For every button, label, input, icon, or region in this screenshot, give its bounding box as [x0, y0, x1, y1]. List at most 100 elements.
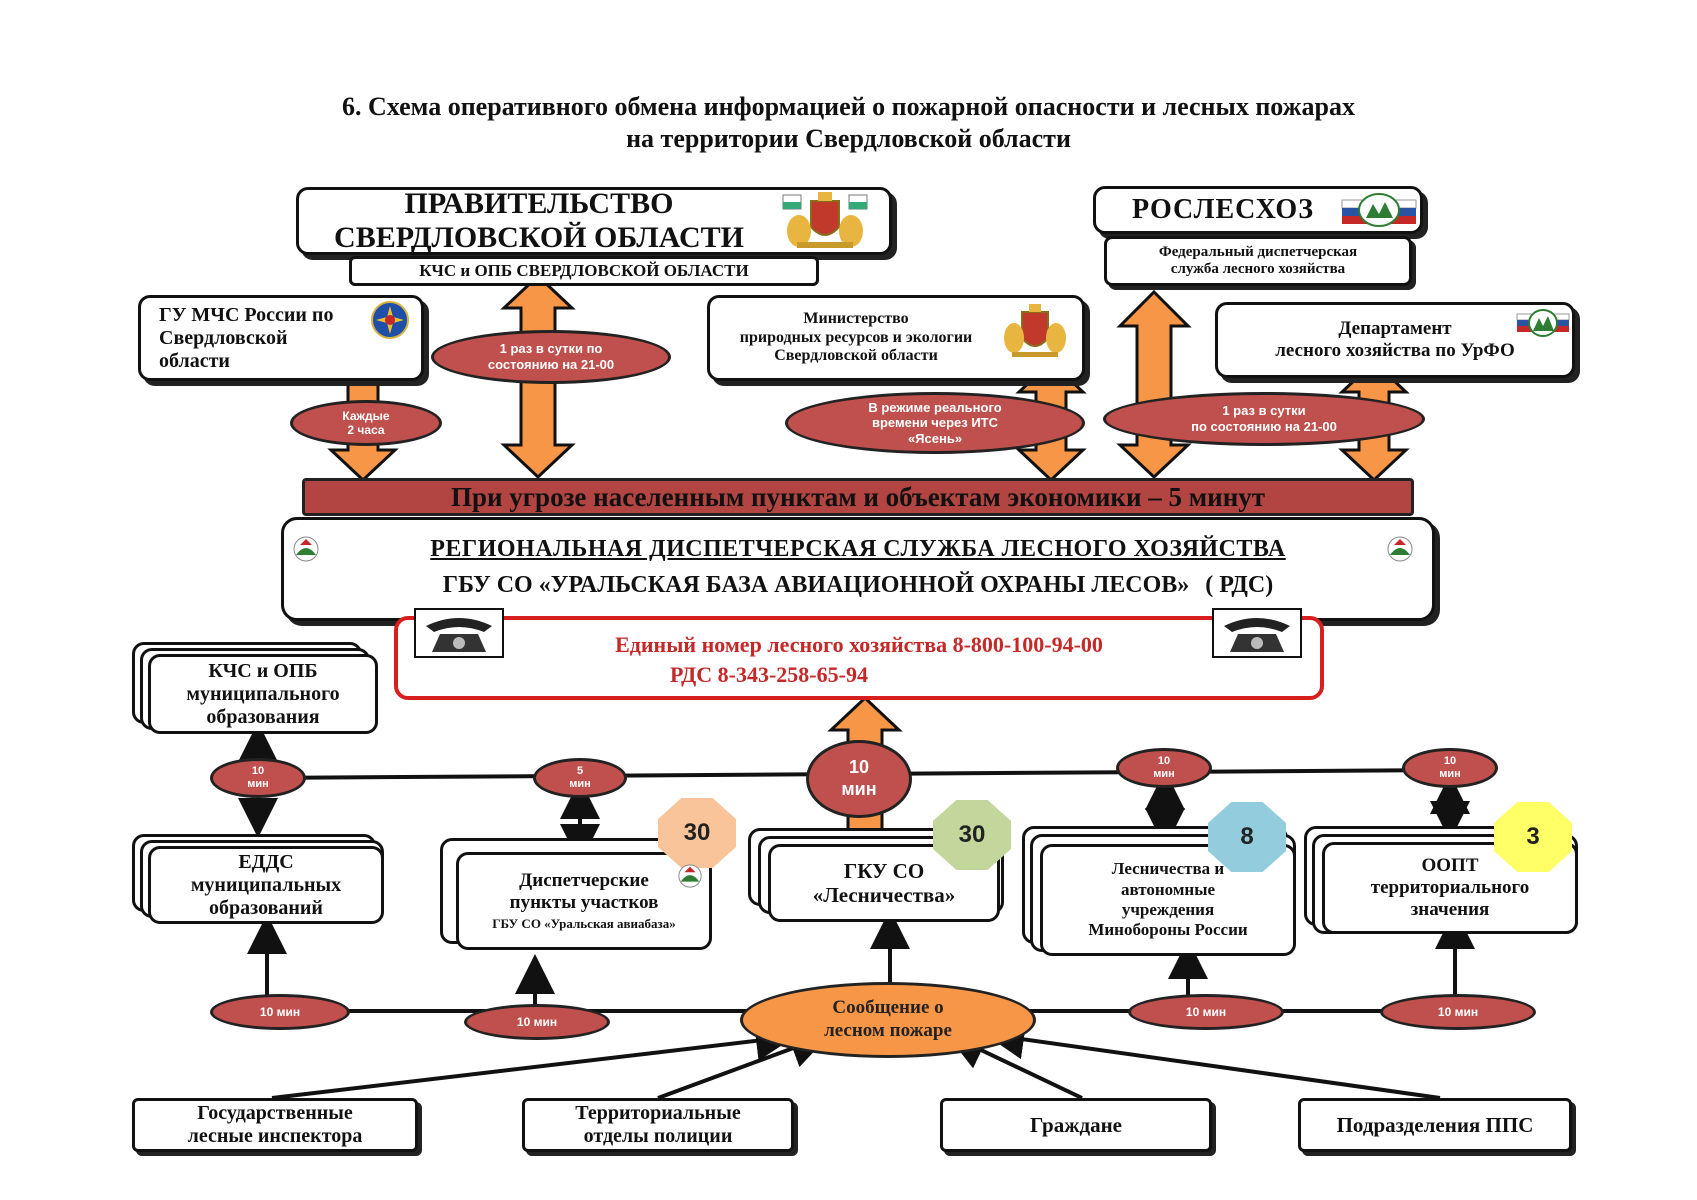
label-fed-daily: 1 раз в сутки по состоянию на 21-00 — [1103, 392, 1425, 446]
label-realtime-line3: «Ясень» — [907, 430, 963, 446]
roslesxoz-box: РОСЛЕСХОЗ — [1093, 186, 1423, 234]
label-5min-line2: мин — [569, 778, 591, 790]
label-realtime-line2: времени через ИТС — [872, 415, 998, 431]
label-gov-daily: 1 раз в сутки по состоянию на 21-00 — [431, 330, 671, 384]
dispatch-points-line3: ГБУ СО «Уральская авиабаза» — [492, 916, 676, 932]
rds-line2: ГБУ СО «УРАЛЬСКАЯ БАЗА АВИАЦИОННОЙ ОХРАН… — [442, 571, 1190, 598]
pps-box: Подразделения ППС — [1298, 1098, 1572, 1152]
label-gov-daily-line1: 1 раз в сутки по — [499, 341, 603, 357]
edds-line2: муниципальных — [190, 873, 342, 896]
rds-box: РЕГИОНАЛЬНАЯ ДИСПЕТЧЕРСКАЯ СЛУЖБА ЛЕСНОГ… — [281, 517, 1435, 621]
telephone-icon — [414, 608, 504, 658]
kchs-muni-line3: образования — [206, 705, 320, 728]
report-ellipse: Сообщение о лесном пожаре — [740, 982, 1036, 1058]
label-5min: 5 мин — [533, 758, 627, 798]
label-10min-left-line2: мин — [247, 778, 269, 790]
label-10min-r1-line1: 10 — [1157, 754, 1171, 767]
label-10min-left: 10 мин — [210, 758, 306, 798]
oopt-line3: значения — [1410, 898, 1490, 920]
ministry-line1: Министерство — [803, 310, 909, 328]
label-10min-r2: 10 мин — [1402, 748, 1498, 788]
dept-urfo-line2: лесного хозяйства по УрФО — [1275, 340, 1515, 361]
dispatch-points-line1: Диспетчерские — [519, 869, 649, 891]
airbase-logo-icon — [293, 536, 319, 562]
threat-bar-label: При угрозе населенным пунктам и объектам… — [450, 481, 1266, 512]
federal-dispatch-line2: служба лесного хозяйства — [1170, 261, 1346, 277]
airbase-logo-dispatch-icon — [678, 864, 702, 888]
dispatch-points-box: Диспетчерские пункты участков ГБУ СО «Ур… — [456, 852, 712, 950]
label-bottom-1: 10 мин — [210, 994, 350, 1030]
government-line2: СВЕРДЛОВСКОЙ ОБЛАСТИ — [334, 221, 744, 254]
label-10min-big: 10 мин — [806, 740, 912, 818]
arrow-police — [657, 1029, 831, 1100]
police-line2: отделы полиции — [583, 1125, 733, 1147]
report-line1: Сообщение о — [832, 997, 944, 1019]
label-bottom-4: 10 мин — [1380, 994, 1536, 1030]
label-gov-daily-line2: состоянию на 21-00 — [487, 357, 615, 372]
government-line1: ПРАВИТЕЛЬСТВО — [404, 186, 674, 220]
forestries-line2: автономные — [1120, 879, 1216, 899]
dept-urfo-line1: Департамент — [1338, 318, 1452, 340]
label-mchs-2h-line2: 2 часа — [347, 423, 385, 437]
count-forestries-badge: 8 — [1208, 802, 1286, 872]
label-10min-left-line1: 10 — [251, 764, 265, 777]
coat-of-arms-icon — [782, 192, 868, 248]
inspectors-line1: Государственные — [197, 1102, 353, 1124]
kchs-muni-line1: КЧС и ОПБ — [208, 659, 318, 682]
arrow-inspectors — [271, 1020, 796, 1100]
police-box: Территориальные отделы полиции — [522, 1098, 794, 1152]
inspectors-line2: лесные инспектора — [187, 1125, 363, 1147]
forestries-line4: Минобороны России — [1088, 920, 1248, 940]
phones-line2: РДС 8-343-258-65-94 — [670, 661, 868, 687]
rds-line1: РЕГИОНАЛЬНАЯ ДИСПЕТЧЕРСКАЯ СЛУЖБА ЛЕСНОГ… — [430, 536, 1286, 562]
ministry-coat-of-arms-icon — [1004, 304, 1066, 357]
label-realtime-line1: В режиме реального — [868, 399, 1002, 415]
pps-label: Подразделения ППС — [1336, 1112, 1534, 1137]
roslesxoz-label: РОСЛЕСХОЗ — [1132, 193, 1314, 225]
forestries-line3: учреждения — [1121, 900, 1215, 919]
report-line2: лесном пожаре — [824, 1020, 952, 1041]
label-bottom-2: 10 мин — [464, 1004, 610, 1040]
count-oopt-badge: 3 — [1494, 802, 1572, 872]
federal-dispatch-box: Федеральный диспетчерская служба лесного… — [1104, 236, 1412, 286]
page-title: 6. Схема оперативного обмена информацией… — [342, 92, 1355, 121]
kchs-region-box: КЧС и ОПБ СВЕРДЛОВСКОЙ ОБЛАСТИ — [349, 256, 819, 286]
edds-box: ЕДДС муниципальных образований — [148, 846, 384, 924]
label-realtime: В режиме реального времени через ИТС «Яс… — [785, 392, 1085, 454]
label-mchs-2h-line1: Каждые — [342, 408, 390, 423]
label-10min-r2-line1: 10 — [1443, 754, 1457, 767]
label-mchs-2h: Каждые 2 часа — [290, 400, 442, 446]
arrow-pps — [984, 1019, 1441, 1100]
page-subtitle: на территории Свердловской области — [626, 124, 1071, 153]
gku-line1: ГКУ СО — [843, 858, 925, 883]
forestry-dept-logo-icon — [1516, 309, 1570, 337]
dispatch-points-line2: пункты участков — [509, 891, 659, 913]
airbase-logo-right-icon — [1387, 536, 1413, 562]
police-line1: Территориальные — [575, 1102, 741, 1124]
label-bottom-3: 10 мин — [1128, 994, 1284, 1030]
ministry-line2: природных ресурсов и экологии — [739, 328, 973, 346]
label-fed-daily-line1: 1 раз в сутки — [1222, 403, 1306, 419]
mchs-line3: области — [159, 349, 230, 372]
telephone-right-icon — [1212, 608, 1302, 658]
label-5min-line1: 5 — [576, 764, 584, 777]
oopt-line1: ООПТ — [1421, 855, 1479, 877]
mchs-line2: Свердловской — [159, 326, 288, 349]
phones-line1: Единый номер лесного хозяйства 8-800-100… — [615, 632, 1103, 657]
citizens-label: Граждане — [1030, 1112, 1122, 1137]
count-dispatch-badge: 30 — [658, 798, 736, 868]
kchs-muni-line2: муниципального — [186, 682, 340, 705]
label-10min-big-line1: 10 — [848, 757, 870, 778]
forestry-logo-icon — [1341, 193, 1417, 227]
mchs-line1: ГУ МЧС России по — [159, 303, 334, 326]
label-10min-r2-line2: мин — [1439, 768, 1461, 780]
rds-line2-wrap: ГБУ СО «УРАЛЬСКАЯ БАЗА АВИАЦИОННОЙ ОХРАН… — [284, 572, 1432, 600]
inspectors-box: Государственные лесные инспектора — [132, 1098, 418, 1152]
ministry-line3: Свердловской области — [774, 347, 938, 365]
kchs-region-label: КЧС и ОПБ СВЕРДЛОВСКОЙ ОБЛАСТИ — [419, 261, 749, 281]
edds-line3: образований — [209, 896, 323, 919]
rds-line2b: ( РДС) — [1205, 571, 1274, 598]
edds-line1: ЕДДС — [238, 850, 294, 873]
label-10min-big-line2: мин — [841, 779, 877, 799]
label-fed-daily-line2: по состоянию на 21-00 — [1191, 419, 1337, 434]
